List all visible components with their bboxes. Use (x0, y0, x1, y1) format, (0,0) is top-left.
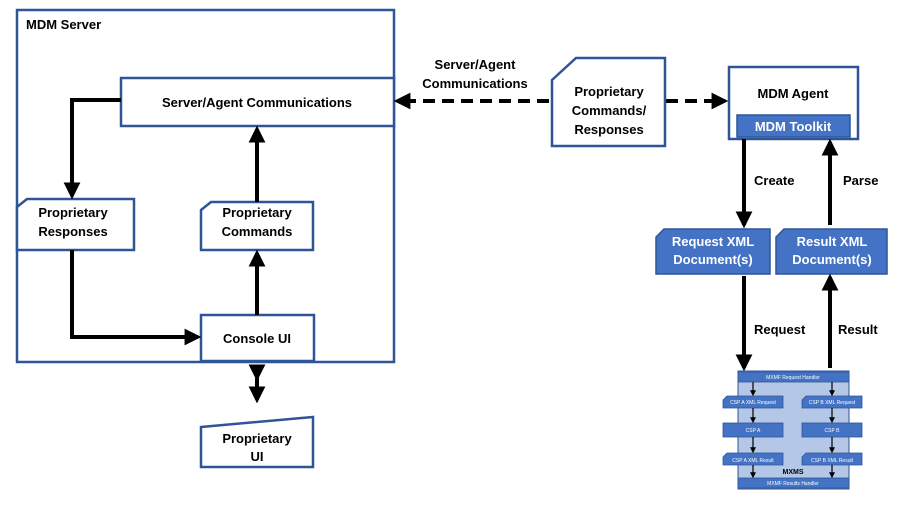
result-label: Result (838, 322, 878, 337)
csp-b-request-label: CSP B XML Request (809, 400, 856, 406)
result-doc-line1: Result XML (797, 234, 868, 249)
mxmf-results-handler-label: MXMF Results Handler (767, 481, 819, 487)
link-label-line1: Server/Agent (435, 57, 517, 72)
create-label: Create (754, 173, 794, 188)
proprietary-commands-responses-doc (550, 56, 667, 148)
link-doc-line1: Proprietary (574, 84, 644, 99)
proprietary-ui-line2: UI (251, 449, 264, 464)
request-label: Request (754, 322, 806, 337)
mdm-toolkit-box (736, 114, 851, 138)
server-agent-comms-label: Server/Agent Communications (162, 95, 352, 110)
mdm-toolkit-label: MDM Toolkit (755, 119, 832, 134)
result-xml-doc (775, 228, 888, 275)
mdm-server-title: MDM Server (26, 17, 101, 32)
link-label-line2: Communications (422, 76, 527, 91)
arrow-responses-to-console (70, 250, 202, 346)
csp-a-result-doc (722, 452, 784, 466)
commands-line2: Commands (222, 224, 293, 239)
mdm-agent-title: MDM Agent (757, 86, 829, 101)
link-doc-line2: Commands/ (572, 103, 647, 118)
mxms-framework: MXMF Request Handler MXMF Results Handle… (722, 370, 863, 490)
commands-line1: Proprietary (222, 205, 292, 220)
proprietary-ui-line1: Proprietary (222, 431, 292, 446)
mxmf-results-handler-bar (737, 477, 850, 489)
csp-a-request-label: CSP A XML Request (730, 400, 776, 406)
csp-a-label: CSP A (746, 428, 761, 434)
csp-a-result-label: CSP A XML Result (732, 458, 774, 464)
mxmf-request-handler-bar (737, 371, 850, 383)
request-doc-line1: Request XML (672, 234, 754, 249)
result-doc-line2: Document(s) (792, 252, 871, 267)
responses-line2: Responses (38, 224, 107, 239)
proprietary-ui-doc (199, 415, 315, 469)
arrow-comms-to-responses (63, 98, 121, 200)
responses-line1: Proprietary (38, 205, 108, 220)
mxms-center-label: MXMS (783, 469, 804, 476)
csp-b-result-label: CSP B XML Result (811, 458, 854, 464)
proprietary-responses-doc (15, 197, 136, 252)
csp-b-label: CSP B (825, 428, 841, 434)
request-xml-doc (655, 228, 771, 275)
parse-label: Parse (843, 173, 878, 188)
csp-b-result-doc (801, 452, 863, 466)
csp-a-request-doc (722, 395, 784, 409)
console-ui-box (199, 313, 316, 363)
mxmf-request-handler-label: MXMF Request Handler (766, 375, 820, 381)
link-doc-line3: Responses (574, 122, 643, 137)
request-doc-line2: Document(s) (673, 252, 752, 267)
proprietary-commands-doc (199, 200, 315, 252)
console-ui-label: Console UI (223, 331, 291, 346)
server-agent-comms-box (119, 76, 396, 128)
csp-b-request-doc (801, 395, 863, 409)
